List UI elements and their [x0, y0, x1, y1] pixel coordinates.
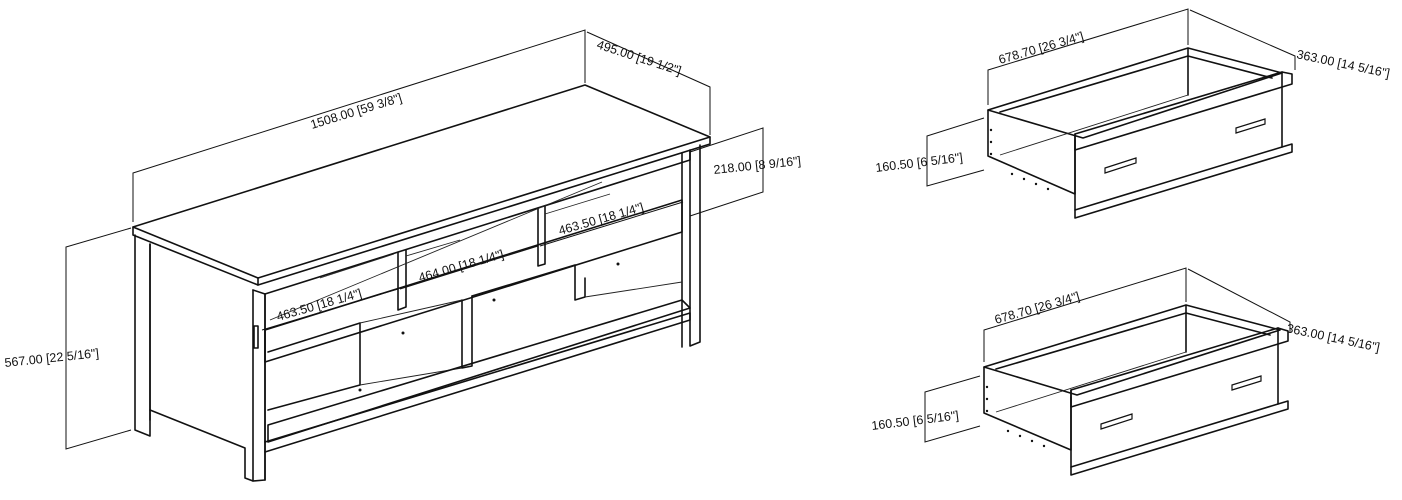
drawer-bottom-holes	[985, 385, 1046, 448]
drawer-top-front-lip	[1074, 143, 1293, 219]
drawer-bottom-handle-left	[1100, 413, 1133, 430]
drawer-top-height-dim-line	[926, 117, 985, 187]
drawer-bottom-depth-label: 363.00 [14 5/16"]	[1285, 321, 1381, 354]
drawer-top-depth-label: 363.00 [14 5/16"]	[1295, 47, 1391, 80]
drawer-bottom	[983, 304, 1289, 476]
stand-left-side-rail	[149, 289, 254, 482]
stand-middle-opening-label: 464.00 [18 1/4"]	[417, 247, 505, 285]
stand-upper-back-line-2	[405, 239, 461, 257]
drawer-bottom-hole	[1006, 429, 1010, 433]
stand-right-leg	[689, 144, 701, 347]
drawer-bottom-width-label: 678.70 [26 3/4"]	[993, 289, 1081, 327]
stand-lower-back-line	[359, 299, 463, 324]
drawer-bottom-height-dim-line	[924, 375, 981, 443]
drawer-top-handle-left	[1104, 157, 1137, 174]
stand-bottom-shelf	[267, 299, 691, 443]
stand-upper-back-line-3	[544, 193, 611, 215]
drawer-bottom-height-label: 160.50 [6 5/16"]	[871, 408, 960, 433]
drawer-top-dimensions	[926, 8, 1296, 187]
drawer-top-hole	[1034, 182, 1038, 186]
stand-upper-rail	[264, 149, 691, 295]
stand-bottom-back	[584, 281, 683, 298]
drawer-bottom-rim	[983, 304, 1281, 396]
stand-upper-opening-label: 218.00 [8 9/16"]	[713, 154, 802, 177]
drawer-bottom-hole	[985, 385, 989, 389]
stand-left-side-panel	[134, 234, 151, 437]
stand-screw-3	[616, 262, 620, 266]
stand-upper-divider-1	[397, 249, 407, 311]
drawer-bottom-hole	[1018, 434, 1022, 438]
drawer-top-holes	[989, 128, 1050, 191]
stand-middle-shelf	[264, 199, 683, 363]
drawer-bottom-depth-dim-line	[1187, 268, 1291, 332]
stand-top-front-edge	[132, 226, 259, 286]
stand-top-right-edge	[257, 136, 711, 286]
drawer-top	[987, 47, 1293, 219]
stand-middle-shelf-back	[269, 181, 603, 321]
stand-depth-label: 495.00 [19 1/2"]	[595, 38, 683, 78]
drawer-bottom-width-dim-line	[983, 267, 1187, 362]
stand-upper-right-opening-line	[539, 201, 684, 247]
stand-depth-dim-line	[586, 31, 711, 135]
stand-screw-2	[492, 298, 496, 302]
stand-upper-divider-2	[537, 205, 546, 267]
drawer-bottom-hole	[985, 409, 989, 413]
drawer-bottom-handle-right	[1231, 375, 1262, 391]
drawer-bottom-hole	[1042, 444, 1046, 448]
stand-middle-opening-line	[399, 245, 539, 290]
stand-lower-center-box	[471, 264, 586, 301]
tv-stand	[132, 84, 711, 482]
drawer-bottom-hole	[1030, 439, 1034, 443]
drawer-bottom-dimensions	[924, 267, 1291, 443]
stand-lower-left-box	[267, 322, 361, 411]
drawer-top-handle-right	[1235, 118, 1266, 134]
stand-left-opening-label: 463.50 [18 1/4"]	[275, 286, 363, 324]
stand-screw-1	[401, 331, 405, 335]
stand-height-dim-line	[65, 227, 132, 450]
drawer-top-hole	[989, 140, 993, 144]
stand-left-opening-line	[261, 288, 399, 331]
drawer-bottom-front-lip	[1070, 400, 1289, 476]
drawer-bottom-front-top-lip	[1070, 327, 1289, 408]
drawer-top-front-top-lip	[1074, 71, 1293, 151]
drawer-top-height-label: 160.50 [6 5/16"]	[875, 150, 964, 175]
stand-upper-opening-dim-line	[689, 127, 764, 217]
drawer-top-hole	[989, 152, 993, 156]
drawer-top-width-label: 678.70 [26 3/4"]	[997, 29, 1085, 67]
stand-width-label: 1508.00 [59 3/8"]	[309, 91, 404, 132]
drawer-top-floor-line	[999, 94, 1189, 156]
stand-width-dim-line	[132, 29, 586, 222]
stand-upper-back-line-1	[319, 253, 395, 279]
drawer-top-hole	[1022, 177, 1026, 181]
drawer-top-width-dim-line	[987, 8, 1189, 105]
stand-dimensions	[65, 29, 764, 450]
stand-lower-divider	[461, 295, 473, 369]
stand-left-front-leg	[252, 289, 266, 482]
drawer-bottom-floor-line	[995, 351, 1187, 413]
drawer-top-hole	[1046, 187, 1050, 191]
drawer-top-hole	[989, 128, 993, 132]
drawer-top-hole	[1010, 172, 1014, 176]
drawer-top-rim	[987, 47, 1283, 139]
drawer-bottom-hole	[985, 397, 989, 401]
stand-screw-4	[358, 388, 362, 392]
stand-height-label: 567.00 [22 5/16"]	[4, 346, 100, 370]
stand-side-latch	[253, 325, 259, 349]
stand-bottom-rail	[264, 312, 691, 453]
drawer-top-depth-dim-line	[1189, 9, 1296, 70]
